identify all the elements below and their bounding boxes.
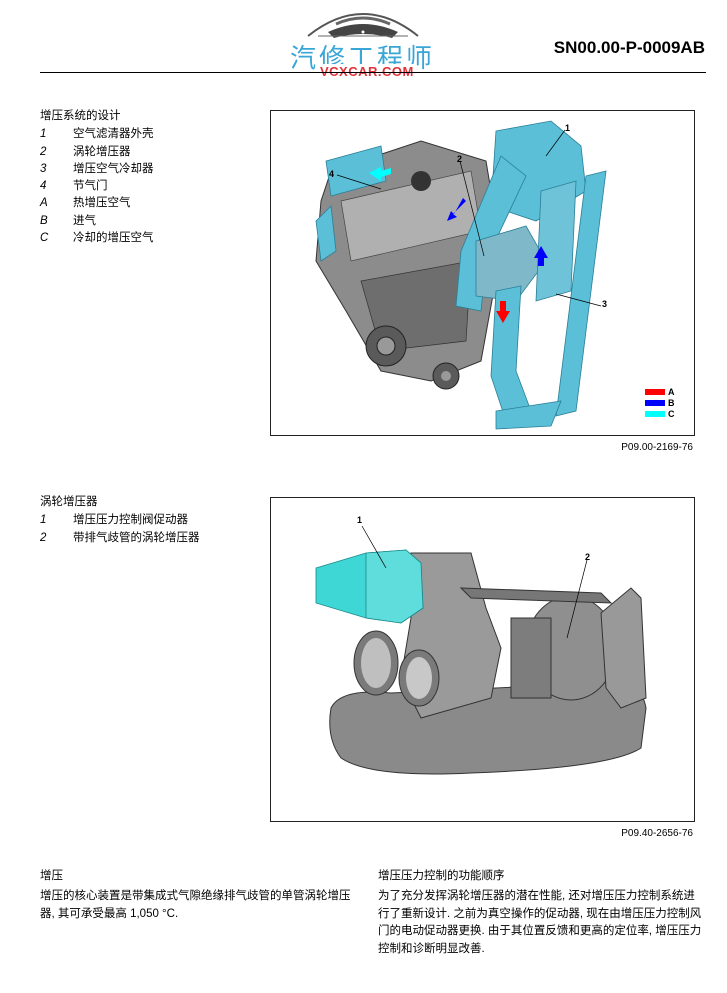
legend-item-b: B	[645, 397, 675, 408]
car-silhouette-icon	[307, 13, 419, 38]
callout-1: 1	[565, 123, 571, 133]
callout-4: 4	[329, 169, 335, 179]
section-heading: 增压压力控制的功能顺序	[378, 870, 505, 882]
legend-item-c: C	[645, 408, 675, 419]
list-title: 增压系统的设计	[40, 110, 121, 122]
logo-url-text: VCXCAR.COM	[318, 64, 416, 79]
cyan-swatch-icon	[645, 410, 665, 417]
brand-logo: 汽修工程师 VCXCAR.COM	[288, 2, 438, 79]
section-paragraph: 增压的核心装置是带集成式气隙绝缘排气歧管的单管涡轮增压器, 其可承受最高 1,0…	[40, 890, 351, 920]
flow-legend: A B C	[645, 386, 675, 419]
figure-caption: P09.40-2656-76	[621, 828, 693, 839]
header-divider	[40, 72, 706, 73]
callout-2: 2	[457, 154, 463, 164]
figure-caption: P09.00-2169-76	[621, 442, 693, 453]
legend-item-a: A	[645, 386, 675, 397]
callout-2: 2	[585, 552, 591, 562]
section-heading: 增压	[40, 870, 63, 882]
turbocharger-illustration	[315, 525, 647, 775]
boost-section: 增压 增压的核心装置是带集成式气隙绝缘排气歧管的单管涡轮增压器, 其可承受最高 …	[40, 867, 360, 923]
callout-1: 1	[357, 515, 363, 525]
list-title: 涡轮增压器	[40, 496, 98, 508]
boost-system-figure: 1 2 3 4 A B C	[270, 110, 695, 436]
document-id: SN00.00-P-0009AB	[553, 38, 705, 57]
red-swatch-icon	[645, 388, 665, 395]
callout-3: 3	[602, 299, 608, 309]
engine-illustration	[315, 120, 607, 430]
blue-swatch-icon	[645, 399, 665, 406]
turbocharger-figure: 1 2	[270, 497, 695, 822]
section-paragraph: 为了充分发挥涡轮增压器的潜在性能, 还对增压压力控制系统进行了重新设计. 之前为…	[378, 890, 702, 955]
boost-control-section: 增压压力控制的功能顺序 为了充分发挥涡轮增压器的潜在性能, 还对增压压力控制系统…	[378, 867, 706, 958]
